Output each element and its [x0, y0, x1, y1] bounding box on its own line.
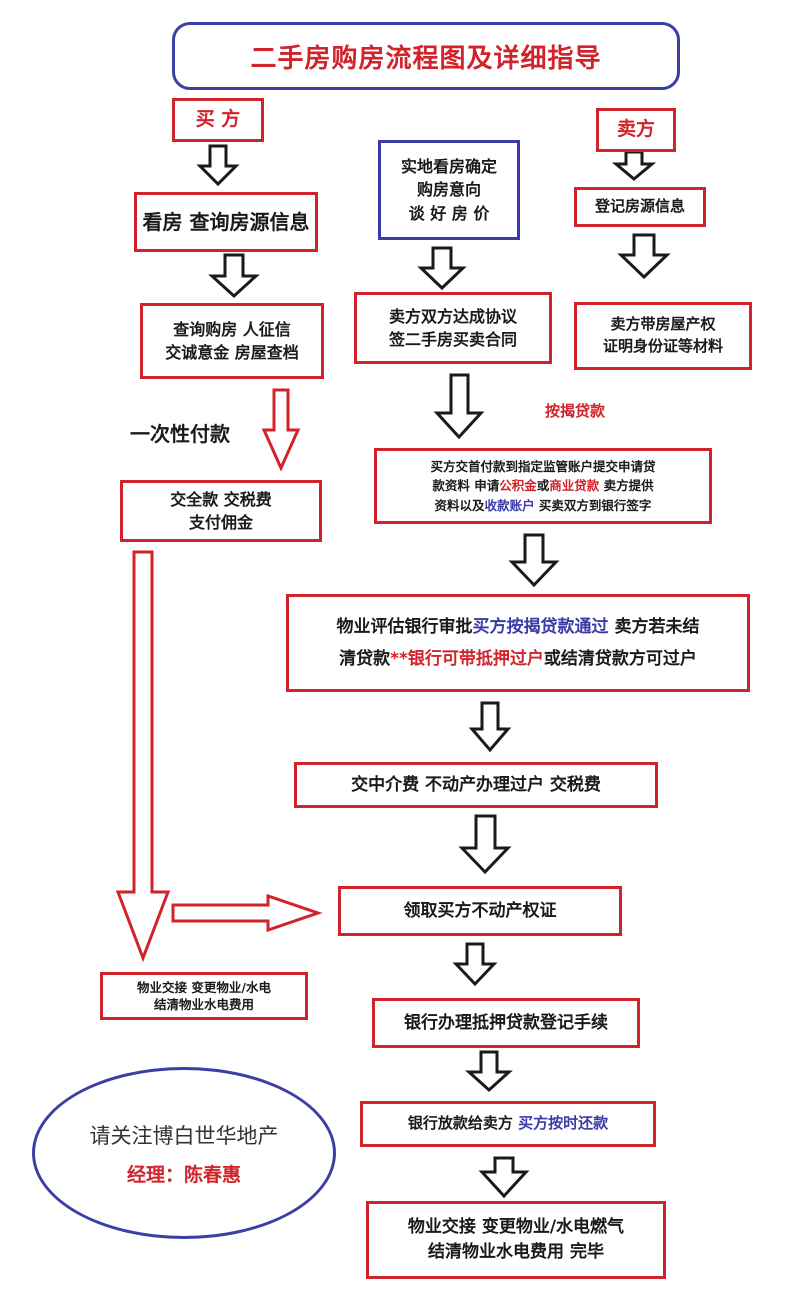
step-down-payment: 买方交首付款到指定监管账户提交申请贷 款资料 申请公积金或商业贷款 卖方提供 资… — [374, 448, 712, 524]
text-segment: 买卖双方到银行签字 — [534, 497, 652, 513]
text-segment: 资料以及 — [434, 497, 485, 513]
contact-ellipse: 请关注博白世华地产 经理：陈春惠 — [32, 1067, 336, 1239]
step-final-handover: 物业交接 变更物业/水电燃气 结清物业水电费用 完毕 — [366, 1201, 666, 1279]
contact-follow-text: 请关注博白世华地产 — [89, 1123, 279, 1148]
step-view-house-text: 看房 查询房源信息 — [142, 209, 310, 234]
text-segment: 卖方提供 — [599, 478, 654, 494]
arrow-down — [458, 814, 512, 875]
arrow-down — [196, 144, 240, 187]
step-full-payment-line: 交全款 交税费 — [170, 489, 272, 509]
arrow-down — [468, 701, 512, 753]
loan-approved-text: 买方按揭贷款通过 — [472, 616, 609, 637]
step-certificate: 领取买方不动产权证 — [338, 886, 622, 936]
arrow-down — [208, 253, 260, 299]
step-seller-docs: 卖方带房屋产权 证明身份证等材料 — [574, 302, 752, 370]
step-confirm-intent-line: 谈 好 房 价 — [408, 203, 490, 223]
red-arrow-down — [261, 388, 301, 472]
step-confirm-intent-line: 购房意向 — [416, 180, 481, 200]
arrow-down — [508, 533, 560, 588]
step-loan-release-line: 银行放款给卖方 买方按时还款 — [408, 1113, 608, 1135]
step-approval-line: 清贷款**银行可带抵押过户或结清贷款方可过户 — [337, 643, 700, 675]
text-segment: 卖方若未结 — [608, 616, 700, 637]
step-down-payment-line: 款资料 申请公积金或商业贷款 卖方提供 — [430, 476, 655, 495]
step-agreement-line: 卖方双方达成协议 — [388, 306, 517, 326]
step-buyer-check-line: 查询购房 人征信 — [173, 319, 291, 339]
step-transfer: 交中介费 不动产办理过户 交税费 — [294, 762, 658, 808]
housing-fund-text: 公积金 — [499, 478, 537, 494]
step-approval-line: 物业评估银行审批买方按揭贷款通过 卖方若未结 — [337, 611, 700, 643]
arrow-down — [452, 942, 498, 987]
step-buyer-check: 查询购房 人征信 交诚意金 房屋查档 — [140, 303, 324, 379]
text-segment: 清贷款 — [339, 649, 391, 669]
step-final-handover-line: 结清物业水电费用 完毕 — [428, 1242, 604, 1262]
arrow-down — [465, 1050, 513, 1093]
buyer-label-text: 买 方 — [195, 108, 241, 131]
seller-label-text: 卖方 — [616, 118, 655, 141]
arrow-down — [478, 1156, 530, 1199]
step-agreement: 卖方双方达成协议 签二手房买卖合同 — [354, 292, 552, 364]
step-down-payment-line: 买方交首付款到指定监管账户提交申请贷 — [430, 458, 656, 474]
text-segment: 款资料 申请 — [432, 478, 500, 494]
mortgage-transfer-text: **银行可带抵押过户 — [390, 649, 544, 669]
step-seller-docs-line: 卖方带房屋产权 — [610, 315, 716, 334]
step-handover-left-line: 物业交接 变更物业/水电 — [137, 979, 271, 995]
step-register-info-text: 登记房源信息 — [594, 197, 685, 216]
step-handover-left-line: 结清物业水电费用 — [153, 997, 254, 1012]
step-approval: 物业评估银行审批买方按揭贷款通过 卖方若未结 清贷款**银行可带抵押过户或结清贷… — [286, 594, 750, 692]
step-final-handover-line: 物业交接 变更物业/水电燃气 — [407, 1217, 625, 1238]
step-down-payment-line: 资料以及收款账户 买卖双方到银行签字 — [430, 496, 655, 515]
one-time-payment-label: 一次性付款 — [130, 422, 230, 446]
step-mortgage-register-text: 银行办理抵押贷款登记手续 — [404, 1012, 608, 1033]
title-banner: 二手房购房流程图及详细指导 — [172, 22, 680, 90]
repay-on-time-text: 买方按时还款 — [518, 1114, 609, 1133]
step-handover-left: 物业交接 变更物业/水电 结清物业水电费用 — [100, 972, 308, 1020]
step-transfer-text: 交中介费 不动产办理过户 交税费 — [351, 774, 601, 795]
text-segment: 物业评估银行审批 — [336, 616, 473, 637]
step-certificate-text: 领取买方不动产权证 — [403, 900, 557, 921]
mortgage-label: 按揭贷款 — [545, 402, 606, 420]
step-view-house: 看房 查询房源信息 — [134, 192, 318, 252]
text-segment: 或 — [536, 478, 550, 494]
red-arrow-right — [171, 893, 323, 933]
seller-label: 卖方 — [596, 108, 676, 152]
step-confirm-intent-line: 实地看房确定 — [400, 157, 497, 177]
step-full-payment: 交全款 交税费 支付佣金 — [120, 480, 322, 542]
step-seller-docs-line: 证明身份证等材料 — [602, 337, 723, 355]
step-confirm-intent: 实地看房确定 购房意向 谈 好 房 价 — [378, 140, 520, 240]
arrow-down — [417, 246, 467, 291]
contact-manager-text: 经理：陈春惠 — [126, 1163, 241, 1186]
receiving-account-text: 收款账户 — [484, 497, 535, 513]
step-buyer-check-line: 交诚意金 房屋查档 — [165, 343, 299, 362]
step-mortgage-register: 银行办理抵押贷款登记手续 — [372, 998, 640, 1048]
arrow-down — [433, 373, 485, 440]
text-segment: 银行放款给卖方 — [407, 1114, 519, 1133]
text-segment: 或结清贷款方可过户 — [543, 649, 697, 669]
step-register-info: 登记房源信息 — [574, 187, 706, 227]
buyer-label: 买 方 — [172, 98, 264, 142]
arrow-down — [617, 233, 671, 280]
red-arrow-down — [115, 550, 171, 963]
commercial-loan-text: 商业贷款 — [549, 478, 600, 494]
step-agreement-line: 签二手房买卖合同 — [388, 330, 517, 349]
step-loan-release: 银行放款给卖方 买方按时还款 — [360, 1101, 656, 1147]
page-title: 二手房购房流程图及详细指导 — [250, 43, 602, 74]
step-full-payment-line: 支付佣金 — [188, 513, 253, 532]
arrow-down — [611, 150, 657, 181]
